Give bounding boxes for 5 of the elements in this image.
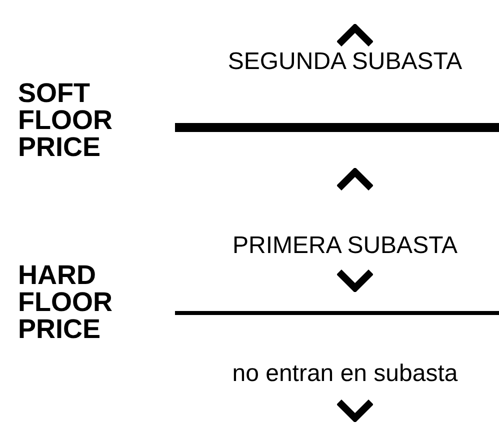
threshold-label: SOFT FLOOR PRICE	[18, 80, 114, 161]
zone-label: SEGUNDA SUBASTA	[226, 48, 464, 76]
zone-label: PRIMERA SUBASTA	[232, 232, 458, 260]
zone-label: no entran en subasta	[231, 360, 459, 388]
threshold-label: HARD FLOOR PRICE	[18, 262, 114, 343]
